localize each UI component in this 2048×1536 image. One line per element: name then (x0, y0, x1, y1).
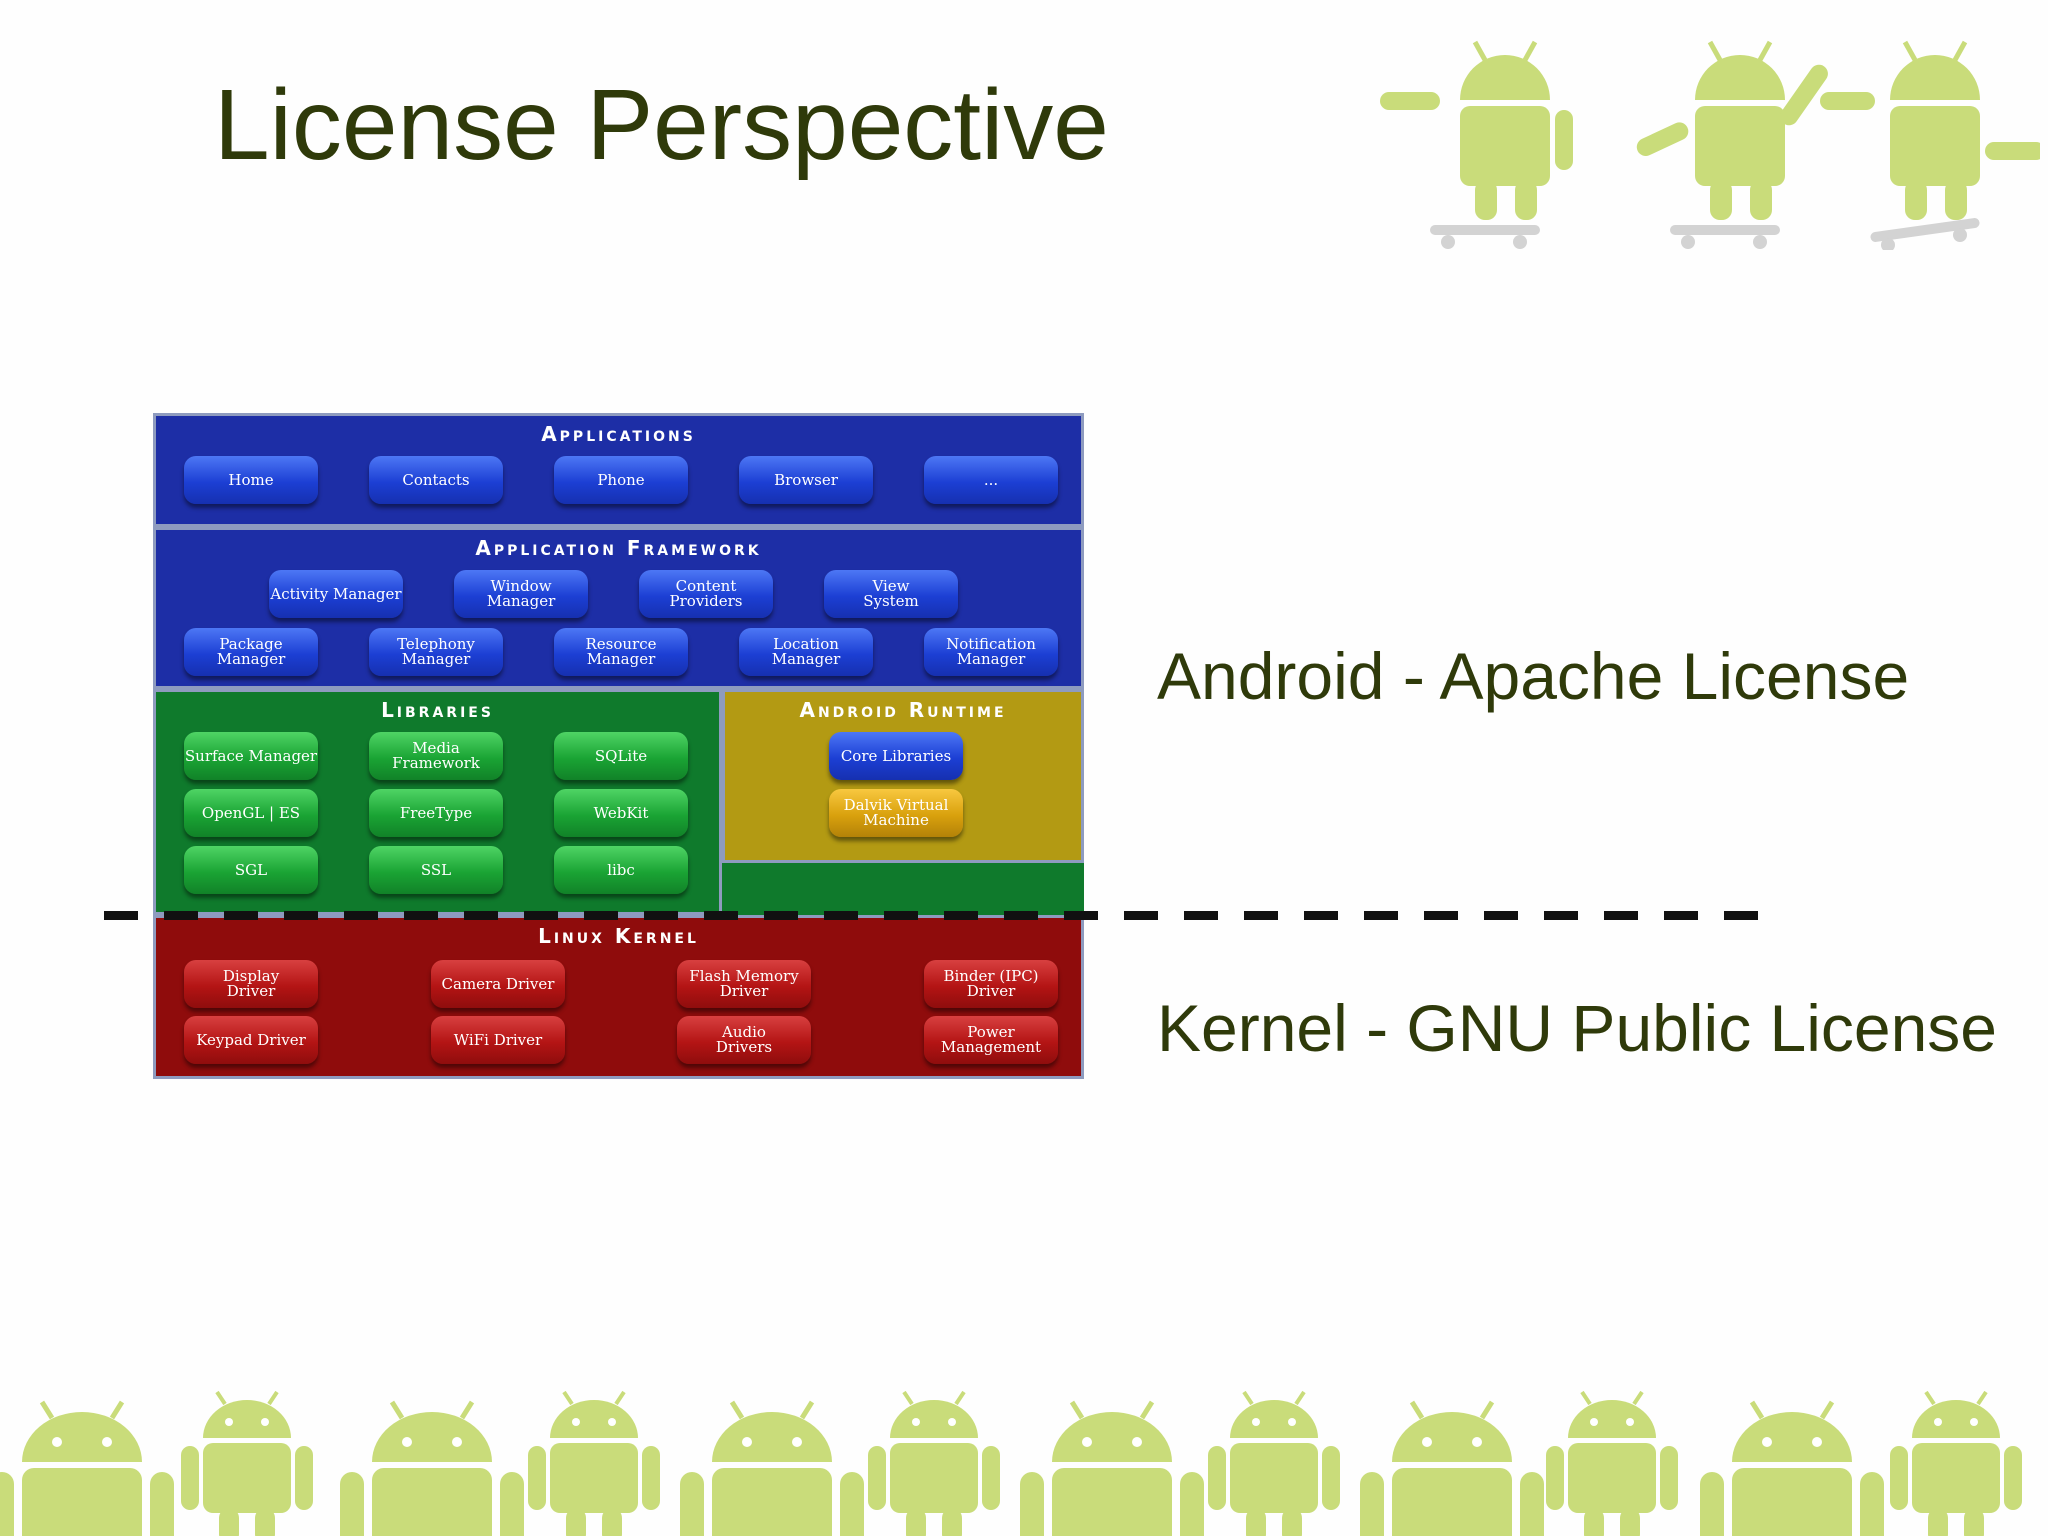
camera-driver: Camera Driver (431, 960, 565, 1008)
activity-manager: Activity Manager (269, 570, 403, 618)
android-runtime-layer: Android Runtime Core Libraries Dalvik Vi… (722, 689, 1084, 863)
ssl: SSL (369, 846, 503, 894)
keypad-driver: Keypad Driver (184, 1016, 318, 1064)
core-libraries: Core Libraries (829, 732, 963, 780)
binder-ipc-driver: Binder (IPC) Driver (924, 960, 1058, 1008)
libraries-layer: Libraries Surface Manager Media Framewor… (153, 689, 722, 915)
applications-layer: Applications Home Contacts Phone Browser… (153, 413, 1084, 527)
libc: libc (554, 846, 688, 894)
android-mascots-bottom-decoration (0, 1390, 2024, 1536)
app-phone: Phone (554, 456, 688, 504)
dalvik-virtual-machine: Dalvik Virtual Machine (829, 789, 963, 837)
license-boundary-dashed-line (104, 911, 1760, 920)
display-driver: Display Driver (184, 960, 318, 1008)
wifi-driver: WiFi Driver (431, 1016, 565, 1064)
media-framework: Media Framework (369, 732, 503, 780)
webkit: WebKit (554, 789, 688, 837)
page-title: License Perspective (214, 69, 1109, 181)
app-browser: Browser (739, 456, 873, 504)
surface-manager: Surface Manager (184, 732, 318, 780)
audio-drivers: Audio Drivers (677, 1016, 811, 1064)
package-manager: Package Manager (184, 628, 318, 676)
notification-manager: Notification Manager (924, 628, 1058, 676)
applications-title: Applications (541, 422, 696, 446)
resource-manager: Resource Manager (554, 628, 688, 676)
app-contacts: Contacts (369, 456, 503, 504)
power-management: Power Management (924, 1016, 1058, 1064)
content-providers: Content Providers (639, 570, 773, 618)
framework-title: Application Framework (475, 536, 762, 560)
sqlite: SQLite (554, 732, 688, 780)
flash-memory-driver: Flash Memory Driver (677, 960, 811, 1008)
runtime-title: Android Runtime (799, 698, 1007, 722)
app-home: Home (184, 456, 318, 504)
android-mascots-top-decoration (1380, 40, 2040, 250)
kernel-title: Linux Kernel (538, 924, 699, 948)
opengl-es: OpenGL | ES (184, 789, 318, 837)
libraries-title: Libraries (381, 698, 494, 722)
view-system: View System (824, 570, 958, 618)
linux-kernel-layer: Linux Kernel Display Driver Camera Drive… (153, 915, 1084, 1079)
location-manager: Location Manager (739, 628, 873, 676)
freetype: FreeType (369, 789, 503, 837)
app-more: ... (924, 456, 1058, 504)
android-license-label: Android - Apache License (1157, 639, 1910, 713)
libraries-fill (722, 863, 1084, 915)
sgl: SGL (184, 846, 318, 894)
telephony-manager: Telephony Manager (369, 628, 503, 676)
kernel-license-label: Kernel - GNU Public License (1157, 991, 1998, 1065)
application-framework-layer: Application Framework Activity Manager W… (153, 527, 1084, 689)
window-manager: Window Manager (454, 570, 588, 618)
